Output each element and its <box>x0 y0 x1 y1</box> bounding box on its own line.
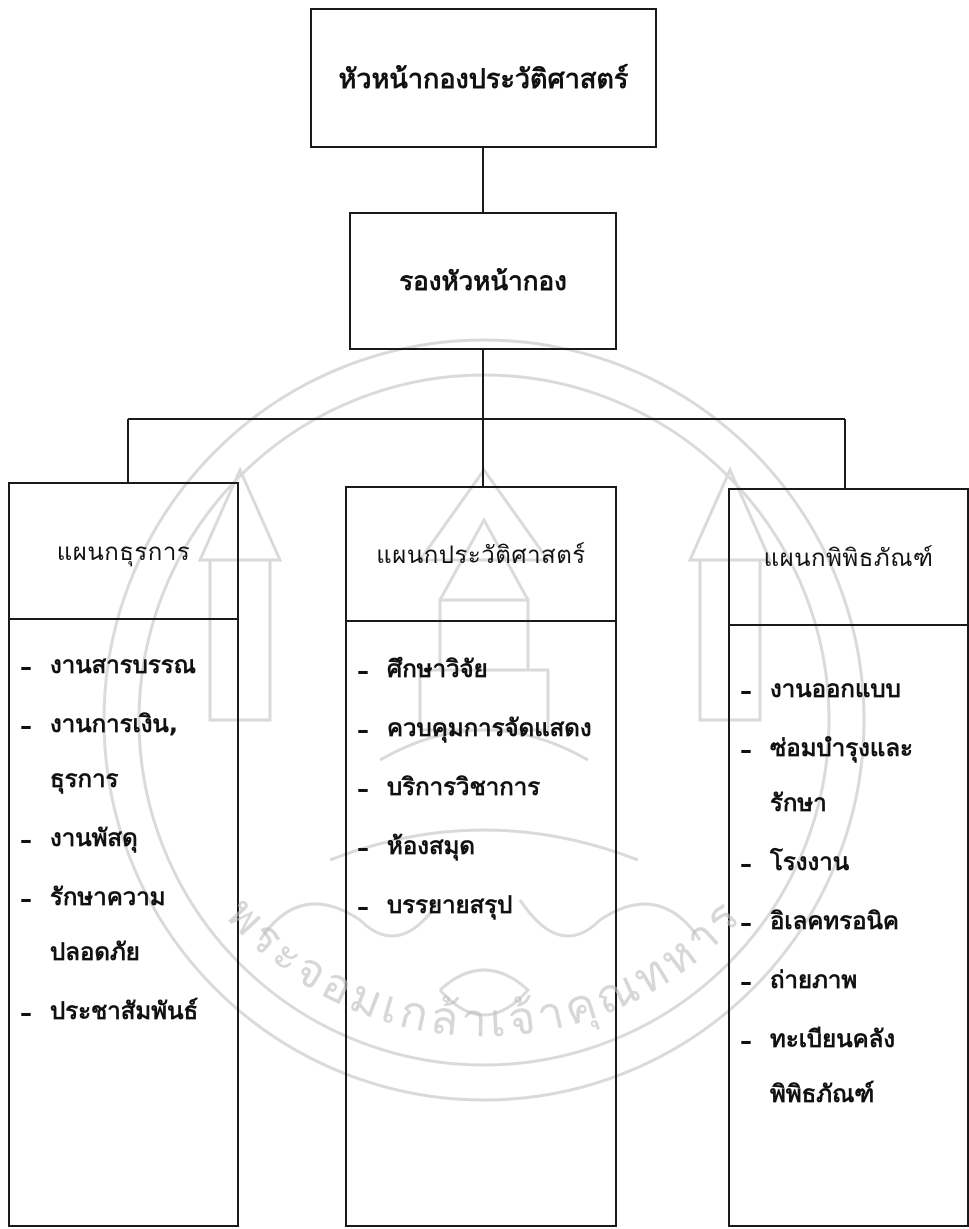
list-item: –บริการวิชาการ <box>357 773 611 815</box>
dash-marker: – <box>20 653 32 681</box>
dash-marker: – <box>20 712 32 740</box>
department-history-list: –ศึกษาวิจัย –ควบคุมการจัดแสดง –บริการวิช… <box>357 655 611 953</box>
dash-marker: – <box>357 893 369 921</box>
department-museum-box: แผนกพิพิธภัณฑ์ –งานออกแบบ –ซ่อมบำรุงและร… <box>728 488 969 1227</box>
dash-marker: – <box>20 885 32 913</box>
dash-marker: – <box>357 834 369 862</box>
list-item: –งานสารบรรณ <box>20 651 233 693</box>
dash-marker: – <box>740 909 752 937</box>
department-museum-title: แผนกพิพิธภัณฑ์ <box>730 490 967 626</box>
department-museum-list: –งานออกแบบ –ซ่อมบำรุงและรักษา –โรงงาน –อ… <box>740 675 963 1142</box>
dash-marker: – <box>20 999 32 1027</box>
list-item: –งานพัสดุ <box>20 824 233 866</box>
department-admin-title: แผนกธุรการ <box>10 484 237 620</box>
dash-marker: – <box>740 736 752 764</box>
dash-marker: – <box>357 716 369 744</box>
dash-marker: – <box>357 775 369 803</box>
list-item: –ควบคุมการจัดแสดง <box>357 714 611 756</box>
dash-marker: – <box>740 850 752 878</box>
list-item: –ถ่ายภาพ <box>740 966 963 1008</box>
dash-marker: – <box>740 1027 752 1055</box>
department-admin-box: แผนกธุรการ –งานสารบรรณ –งานการเงิน, ธุรก… <box>8 482 239 1227</box>
deputy-head-title: รองหัวหน้ากอง <box>399 266 567 297</box>
list-item: –รักษาความปลอดภัย <box>20 883 233 980</box>
list-item: –ทะเบียนคลังพิพิธภัณฑ์ <box>740 1025 963 1122</box>
list-item: –งานการเงิน, ธุรการ <box>20 710 233 807</box>
list-item: –ประชาสัมพันธ์ <box>20 997 233 1039</box>
list-item: –งานออกแบบ <box>740 675 963 717</box>
head-of-division-title: หัวหน้ากองประวัติศาสตร์ <box>338 63 629 95</box>
dash-marker: – <box>740 677 752 705</box>
dash-marker: – <box>20 826 32 854</box>
department-admin-list: –งานสารบรรณ –งานการเงิน, ธุรการ –งานพัสด… <box>20 651 233 1059</box>
department-history-title: แผนกประวัติศาสตร์ <box>347 488 615 622</box>
dash-marker: – <box>357 657 369 685</box>
deputy-head-box: รองหัวหน้ากอง <box>349 212 617 350</box>
list-item: –โรงงาน <box>740 848 963 890</box>
head-of-division-box: หัวหน้ากองประวัติศาสตร์ <box>310 8 657 148</box>
department-history-box: แผนกประวัติศาสตร์ –ศึกษาวิจัย –ควบคุมการ… <box>345 486 617 1227</box>
dash-marker: – <box>740 968 752 996</box>
list-item: –บรรยายสรุป <box>357 891 611 933</box>
list-item: –ซ่อมบำรุงและรักษา <box>740 734 963 831</box>
list-item: –อิเลคทรอนิค <box>740 907 963 949</box>
list-item: –ห้องสมุด <box>357 832 611 874</box>
list-item: –ศึกษาวิจัย <box>357 655 611 697</box>
